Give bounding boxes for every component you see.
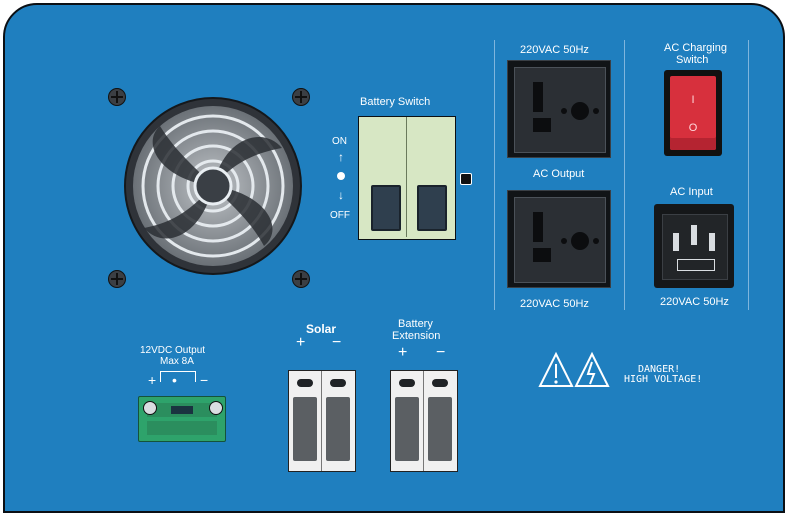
separator-left	[494, 40, 495, 310]
rocker-pad: I O	[670, 76, 716, 150]
iec-inlet-icon[interactable]	[654, 204, 734, 288]
battery-switch[interactable]	[358, 116, 456, 240]
ac-output-bottom-spec: 220VAC 50Hz	[520, 298, 589, 310]
arrow-up-icon: ↑	[338, 150, 344, 164]
rocker-on-symbol: I	[691, 94, 695, 106]
fan-screw-bottom-right	[292, 270, 310, 288]
fan-screw-top-right	[292, 88, 310, 106]
ac-input-spec: 220VAC 50Hz	[660, 296, 729, 308]
ac-charging-switch-label-line2: Switch	[676, 54, 709, 66]
ac-charging-switch-label-line1: AC Charging	[664, 42, 727, 54]
ac-output-socket-bottom[interactable]	[507, 190, 611, 288]
solar-breaker-pole-right	[322, 371, 354, 471]
indicator-dot-icon	[337, 172, 345, 180]
rocker-off-symbol: O	[688, 122, 698, 134]
danger-text-line1: DANGER!	[638, 364, 681, 375]
off-label: OFF	[330, 210, 350, 221]
solar-breaker-handle-right[interactable]	[326, 397, 350, 461]
iec-inlet-face	[662, 214, 728, 280]
dc-terminal-screw-left	[143, 401, 157, 415]
solar-breaker[interactable]	[288, 370, 356, 472]
dc-terminal-screw-right	[209, 401, 223, 415]
dc-terminal-screws	[147, 421, 217, 435]
fan-screw-bottom-left	[108, 270, 126, 288]
high-voltage-warning-icon	[538, 351, 610, 387]
solar-label: Solar	[306, 322, 337, 336]
ac-charging-rocker-switch[interactable]: I O	[664, 70, 722, 156]
dc-terminal-window	[171, 406, 193, 414]
ac-output-label: AC Output	[533, 168, 585, 180]
solar-breaker-pole-left	[289, 371, 322, 471]
ac-input-label: AC Input	[670, 186, 713, 198]
battery-switch-indicator-icon	[460, 173, 472, 185]
battery-switch-lever-left[interactable]	[371, 185, 401, 231]
ac-output-socket-top[interactable]	[507, 60, 611, 158]
arrow-down-icon: ↓	[338, 188, 344, 202]
battery-switch-pole-left	[359, 117, 407, 237]
battery-extension-handle-left[interactable]	[395, 397, 419, 461]
solar-plus: +	[296, 334, 306, 351]
dc-output-bracket-icon	[160, 371, 196, 382]
solar-breaker-handle-left[interactable]	[293, 397, 317, 461]
on-label: ON	[332, 136, 347, 147]
battery-extension-handle-right[interactable]	[428, 397, 452, 461]
dc-output-dot: •	[172, 372, 177, 388]
battery-extension-pole-left	[391, 371, 424, 471]
separator-far-right	[748, 40, 749, 310]
separator-right	[624, 40, 625, 310]
danger-text-line2: HIGH VOLTAGE!	[624, 374, 703, 385]
battery-extension-plus: +	[398, 344, 408, 361]
battery-switch-label: Battery Switch	[360, 96, 431, 108]
battery-extension-minus: −	[436, 344, 446, 361]
battery-extension-label-line2: Extension	[392, 330, 441, 342]
dc-output-plus: +	[148, 372, 157, 388]
ac-output-top-spec: 220VAC 50Hz	[520, 44, 589, 56]
dc-output-label-line2: Max 8A	[160, 356, 194, 367]
dc-output-minus: −	[200, 372, 209, 388]
battery-extension-label-line1: Battery	[398, 318, 433, 330]
solar-minus: −	[332, 334, 342, 351]
battery-extension-pole-right	[424, 371, 456, 471]
fan-screw-top-left	[108, 88, 126, 106]
dc-output-terminal[interactable]	[138, 396, 226, 442]
battery-extension-breaker[interactable]	[390, 370, 458, 472]
dc-output-label-line1: 12VDC Output	[140, 345, 206, 356]
battery-switch-lever-right[interactable]	[417, 185, 447, 231]
cooling-fan-icon	[124, 97, 302, 275]
